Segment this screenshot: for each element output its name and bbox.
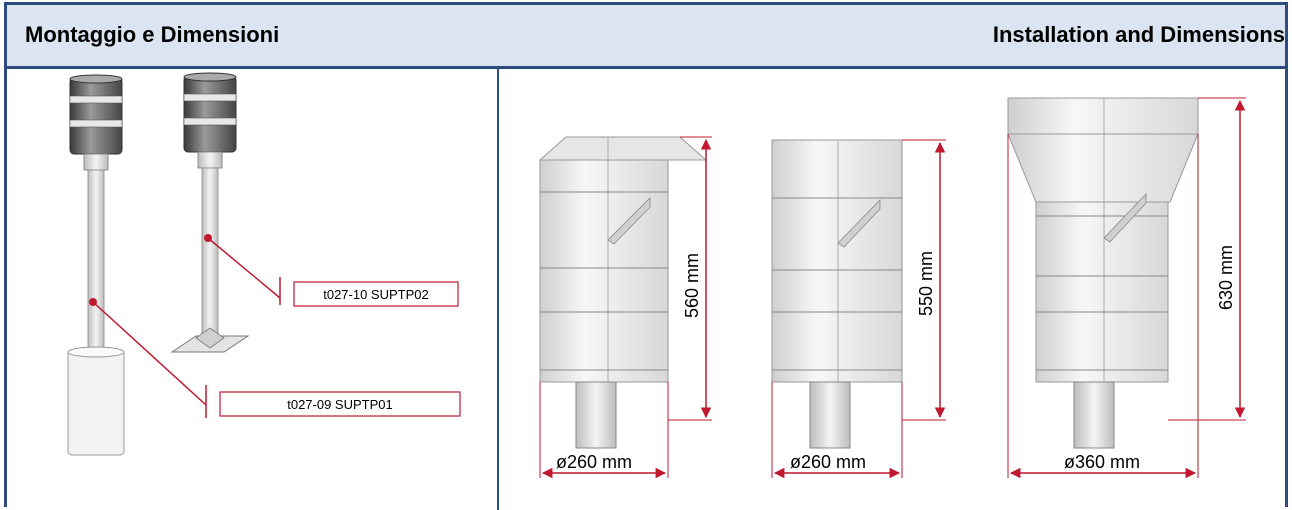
- gauge-3-dimensions: 630 mm ø360 mm: [1007, 97, 1246, 479]
- gauge-2-illustration: [771, 139, 903, 449]
- gauge-1-height-label: 560 mm: [682, 253, 702, 318]
- gauge-2-height-label: 550 mm: [916, 251, 936, 316]
- support-suptp01-illustration: [67, 74, 125, 456]
- callout-suptp02: t027-10 SUPTP02: [204, 234, 459, 307]
- support-suptp02-illustration: [170, 72, 250, 353]
- label-suptp02: t027-10 SUPTP02: [323, 287, 429, 302]
- gauge-2-dimensions: 550 mm ø260 mm: [771, 139, 946, 479]
- header-bar: Montaggio e Dimensioni Installation and …: [7, 5, 1285, 69]
- callout-suptp01: t027-09 SUPTP01: [89, 298, 461, 418]
- page-frame: Montaggio e Dimensioni Installation and …: [4, 2, 1288, 510]
- gauge-3-illustration: [1007, 97, 1199, 449]
- gauge-3-height-label: 630 mm: [1216, 245, 1236, 310]
- gauge-1-illustration: [538, 136, 708, 449]
- title-italian: Montaggio e Dimensioni: [25, 22, 280, 47]
- gauge-1-diameter-label: ø260 mm: [556, 452, 632, 472]
- panel-divider: [497, 69, 499, 510]
- gauge-3-diameter-label: ø360 mm: [1064, 452, 1140, 472]
- label-suptp01: t027-09 SUPTP01: [287, 397, 393, 412]
- title-english: Installation and Dimensions: [992, 22, 1285, 47]
- gauge-2-diameter-label: ø260 mm: [790, 452, 866, 472]
- gauge-1-dimensions: 560 mm ø260 mm: [539, 136, 712, 479]
